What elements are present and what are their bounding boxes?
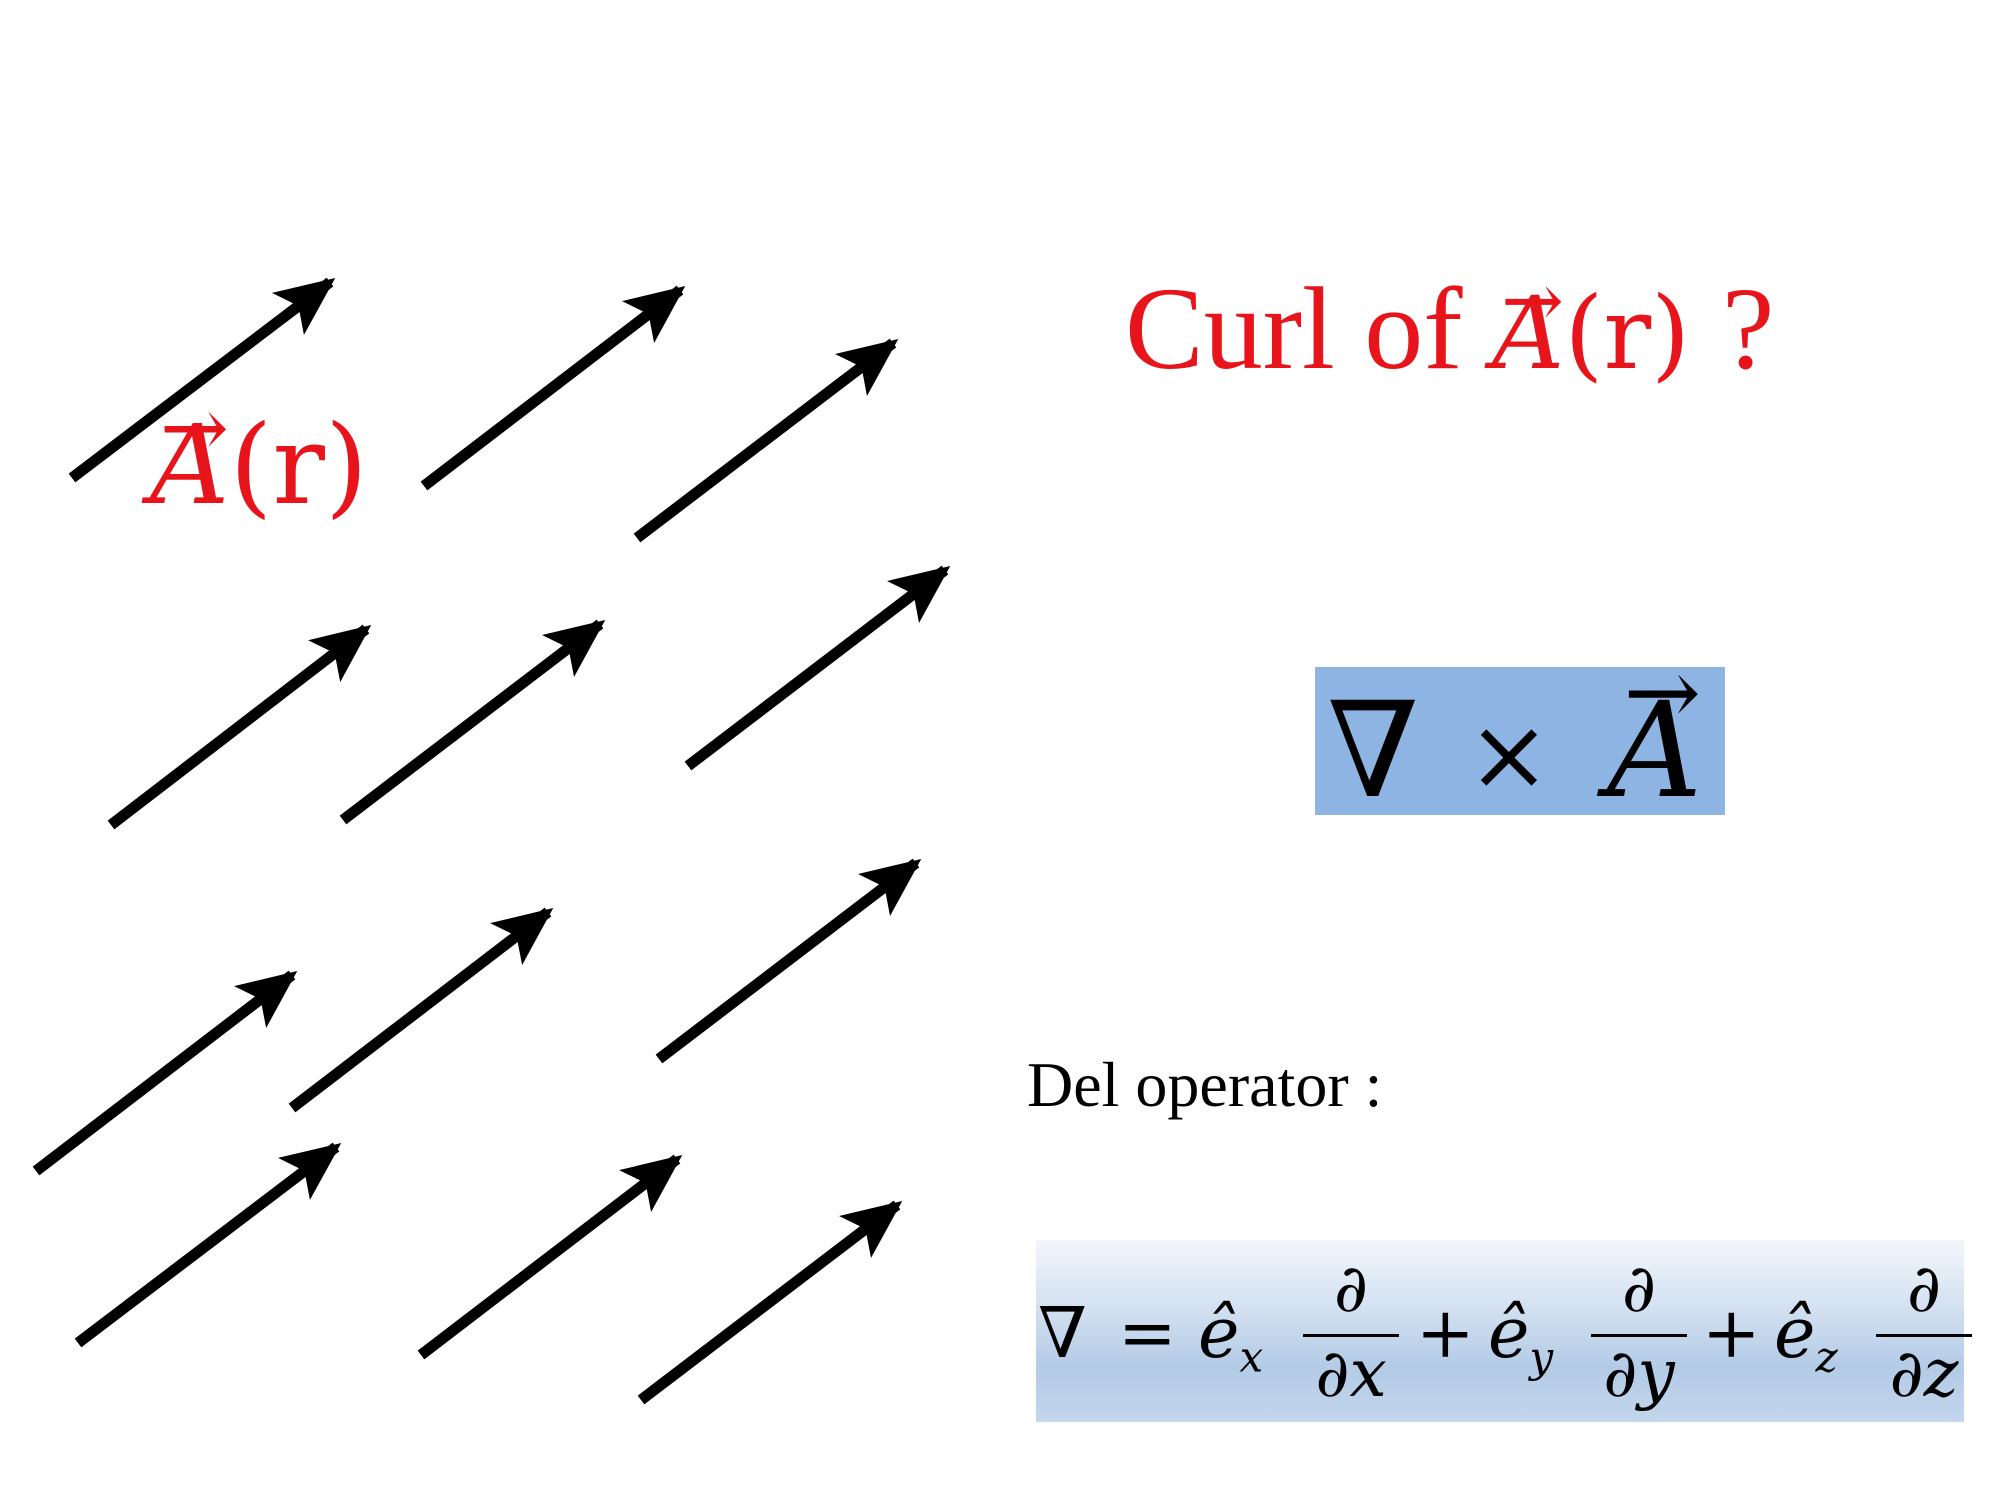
nabla-lhs: ∇ — [1038, 1292, 1087, 1374]
question-vector-arrow: → — [1501, 256, 1564, 344]
vector-a-symbol: → A — [150, 379, 230, 529]
curl-vector-symbol: → A — [1607, 638, 1703, 828]
partial-derivative-z: ∂ ∂z — [1874, 1256, 1974, 1407]
partial-derivative-y: ∂ ∂y — [1589, 1256, 1689, 1407]
curl-question-prefix: Curl of — [1125, 263, 1463, 394]
field-arrow — [684, 565, 951, 771]
field-arrow — [32, 970, 298, 1176]
field-arrow — [655, 858, 922, 1064]
unit-vector-z: êz — [1774, 1292, 1838, 1382]
plus-sign-2: + — [1702, 1292, 1761, 1374]
question-vector-symbol: → A — [1492, 256, 1565, 392]
field-arrow — [637, 1200, 903, 1405]
field-arrow — [420, 285, 686, 491]
vector-arrow-accent: → — [159, 379, 230, 476]
unit-vector-y: êy — [1488, 1292, 1554, 1382]
partial-derivative-x: ∂ ∂x — [1301, 1256, 1401, 1407]
question-argument: (r) — [1564, 275, 1691, 392]
curl-question-mark: ? — [1721, 263, 1775, 394]
field-arrow — [68, 277, 336, 483]
field-arrow — [633, 338, 899, 543]
equals-sign: = — [1118, 1292, 1177, 1374]
curl-expression-box: ∇ × → A — [1315, 638, 1725, 828]
vector-field-label: → A (r) — [150, 379, 368, 529]
cross-product-symbol: × — [1467, 696, 1551, 813]
field-arrow — [288, 907, 554, 1113]
field-arrow — [107, 624, 372, 830]
field-arrow — [417, 1154, 683, 1360]
plus-sign-1: + — [1416, 1292, 1475, 1374]
del-operator-label: Del operator : — [1027, 1049, 1383, 1120]
curl-vector-arrow: → — [1623, 638, 1702, 747]
field-arrow — [74, 1142, 342, 1348]
nabla-symbol: ∇ — [1327, 674, 1420, 828]
curl-question-title: Curl of → A (r) ? — [1125, 263, 1774, 388]
vector-field-argument: (r) — [229, 401, 368, 529]
unit-vector-x: êx — [1198, 1292, 1264, 1382]
del-operator-equation: ∇ = êx ∂ ∂x + êy ∂ ∂y + êz ∂ ∂z — [1036, 1240, 1972, 1422]
field-arrow — [339, 619, 606, 825]
curl-question-math: → A (r) — [1492, 256, 1722, 392]
